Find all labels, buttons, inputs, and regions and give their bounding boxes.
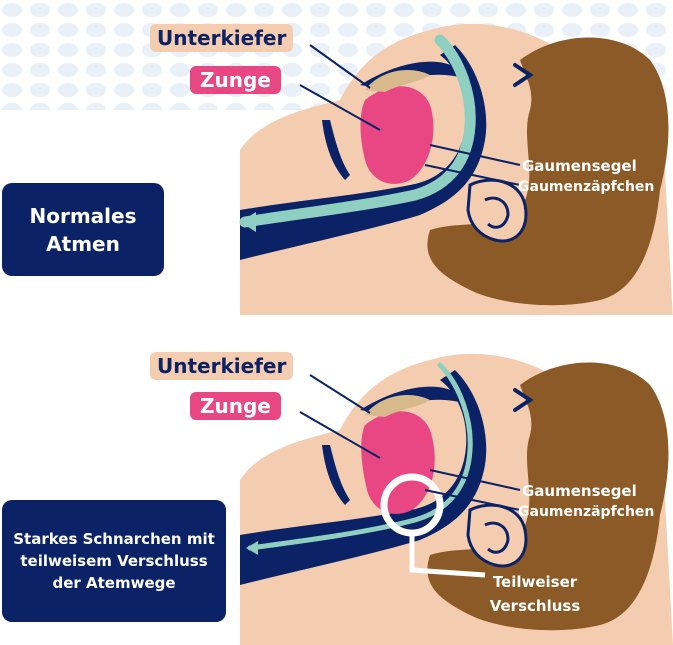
- zunge-label-top: Zunge: [190, 66, 281, 94]
- teilweiser-verschluss-label: Teilweiser Verschluss: [480, 570, 590, 618]
- gaumensegel-label-top: Gaumensegel: [522, 157, 637, 175]
- normal-breathing-label-box: Normales Atmen: [2, 183, 164, 276]
- gaumenzaepfchen-label-bottom: Gaumenzäpfchen: [518, 503, 654, 521]
- normal-breathing-label: Normales Atmen: [14, 202, 152, 258]
- gaumenzaepfchen-label-top: Gaumenzäpfchen: [518, 178, 654, 196]
- gaumensegel-label-bottom: Gaumensegel: [522, 482, 637, 500]
- snoring-label: Starkes Schnarchen mit teilweisem Versch…: [12, 528, 216, 594]
- unterkiefer-label-bottom: Unterkiefer: [150, 352, 293, 380]
- zunge-label-bottom: Zunge: [190, 392, 281, 420]
- unterkiefer-label-top: Unterkiefer: [150, 24, 293, 52]
- snoring-label-box: Starkes Schnarchen mit teilweisem Versch…: [2, 500, 226, 622]
